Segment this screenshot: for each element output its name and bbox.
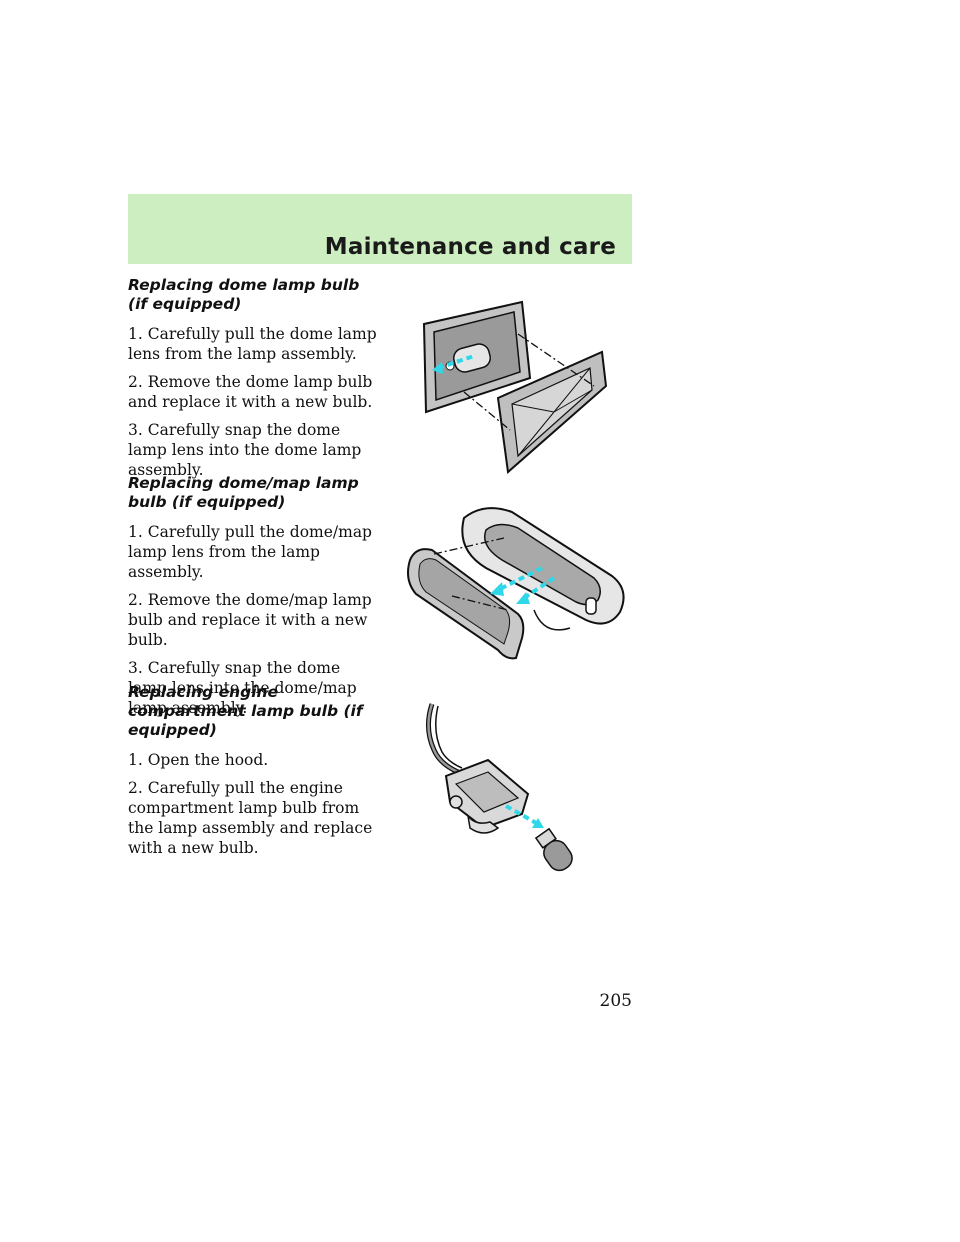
section-title: Maintenance and care (324, 234, 616, 260)
arrow-icon (490, 582, 504, 596)
section-heading: Replacing dome lamp bulb (if equipped) (128, 276, 360, 313)
step-text: 2. Remove the dome lamp bulb and replace… (128, 373, 373, 411)
arrow-icon (432, 362, 443, 374)
section-engine-compartment-lamp: Replacing engine compartment lamp bulb (… (128, 683, 378, 866)
header-band: Maintenance and care (128, 194, 632, 264)
section-heading: Replacing dome/map lamp bulb (if equippe… (128, 474, 359, 511)
step-text: 1. Carefully pull the dome/map lamp lens… (128, 523, 372, 581)
arrow-icon (516, 592, 530, 604)
step-text: 3. Carefully snap the dome lamp lens int… (128, 421, 362, 479)
page-number: 205 (599, 991, 632, 1011)
step-text: 1. Carefully pull the dome lamp lens fro… (128, 325, 377, 363)
dome-lamp-illustration (422, 300, 608, 474)
step-text: 2. Carefully pull the engine compartment… (128, 779, 373, 857)
step-text: 3. Carefully snap the dome lamp lens int… (128, 659, 357, 717)
step-text: 2. Remove the dome/map lamp bulb and rep… (128, 591, 372, 649)
step-text: 1. Open the hood. (128, 751, 269, 769)
section-dome-lamp: Replacing dome lamp bulb (if equipped) 1… (128, 276, 378, 488)
section-heading: Replacing engine compartment lamp bulb (… (128, 683, 363, 739)
dome-map-lamp-illustration (407, 507, 625, 660)
section-dome-map-lamp: Replacing dome/map lamp bulb (if equippe… (128, 474, 378, 726)
bulb-icon (534, 827, 573, 872)
engine-compartment-lamp-illustration (426, 703, 573, 872)
arrow-icon (532, 818, 544, 828)
